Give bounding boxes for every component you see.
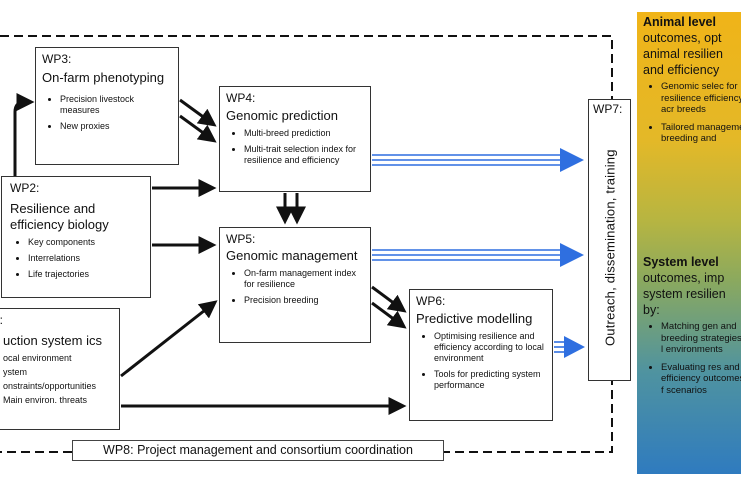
- animal-level-item: Genomic selec for resilience efficiency …: [661, 81, 741, 116]
- wp1-item: ystem: [0, 367, 113, 378]
- system-level-line: outcomes, imp: [643, 271, 725, 285]
- animal-level-line: outcomes, opt: [643, 31, 722, 45]
- wp1-box: 1: uction system ics ocal environment ys…: [0, 308, 120, 430]
- arrow-wp6-to-wp7: [554, 336, 585, 358]
- wp2-item: Life trajectories: [28, 269, 142, 280]
- wp1-list: ocal environment ystem onstraints/opport…: [0, 353, 113, 406]
- wp3-title: On-farm phenotyping: [42, 70, 165, 85]
- system-level-line: system resilien: [643, 287, 726, 301]
- wp1-item: Main environ. threats: [0, 395, 113, 406]
- wp4-label: WP4:: [226, 91, 256, 105]
- arrow-wp4-to-wp7: [372, 148, 584, 172]
- wp5-title: Genomic management: [226, 248, 358, 263]
- arrow-wp5-to-wp6-a: [371, 285, 407, 313]
- wp2-list: Key components Interrelations Life traje…: [10, 237, 142, 280]
- wp3-list: Precision livestock measures New proxies: [42, 94, 172, 132]
- wp1-item: ocal environment: [0, 353, 113, 364]
- wp8-box: WP8: Project management and consortium c…: [72, 440, 444, 461]
- arrow-wp3-to-wp4-b: [179, 114, 217, 143]
- wp5-item: Precision breeding: [244, 295, 364, 306]
- wp2-box: WP2: Resilience and efficiency biology K…: [1, 176, 151, 298]
- system-level-item: Matching gen and breeding strategies to …: [661, 321, 741, 356]
- wp4-list: Multi-breed prediction Multi-trait selec…: [226, 128, 364, 166]
- wp2-label: WP2:: [10, 181, 40, 195]
- arrow-wp2-to-wp3: [13, 93, 35, 176]
- wp3-label: WP3:: [42, 52, 72, 66]
- wp1-title: uction system ics: [3, 333, 102, 348]
- arrow-wp5-to-wp7: [372, 243, 584, 267]
- system-level-item: Evaluating res and efficiency outcomes o…: [661, 362, 741, 397]
- arrow-wp3-to-wp4-a: [179, 98, 217, 127]
- animal-level-section: Animal level outcomes, opt animal resili…: [643, 14, 741, 151]
- wp6-title: Predictive modelling: [416, 311, 533, 326]
- wp7-label: WP7:: [593, 102, 623, 116]
- wp5-label: WP5:: [226, 232, 256, 246]
- wp3-box: WP3: On-farm phenotyping Precision lives…: [35, 47, 179, 165]
- wp7-box: WP7: Outreach, dissemination, training: [588, 99, 631, 381]
- wp2-title: Resilience and efficiency biology: [10, 201, 109, 232]
- wp2-item: Key components: [28, 237, 142, 248]
- wp4-item: Multi-trait selection index for resilien…: [244, 144, 364, 166]
- arrow-wp5-to-wp6-b: [371, 301, 407, 329]
- wp5-item: On-farm management index for resilience: [244, 268, 364, 290]
- system-level-line: by:: [643, 303, 660, 317]
- animal-level-line: and efficiency: [643, 63, 720, 77]
- wp6-label: WP6:: [416, 294, 446, 308]
- system-level-heading: System level: [643, 255, 719, 269]
- arrow-wp1-to-wp5: [120, 300, 218, 378]
- animal-level-item: Tailored management breeding and: [661, 122, 741, 145]
- wp3-item: New proxies: [60, 121, 172, 132]
- animal-level-heading: Animal level: [643, 15, 716, 29]
- system-level-section: System level outcomes, imp system resili…: [643, 254, 741, 402]
- wp1-item: onstraints/opportunities: [0, 381, 113, 392]
- wp4-box: WP4: Genomic prediction Multi-breed pred…: [219, 86, 371, 192]
- outcomes-panel: Animal level outcomes, opt animal resili…: [637, 12, 741, 474]
- wp4-title: Genomic prediction: [226, 108, 338, 123]
- wp2-item: Interrelations: [28, 253, 142, 264]
- wp1-label: 1:: [0, 313, 4, 327]
- wp6-box: WP6: Predictive modelling Optimising res…: [409, 289, 553, 421]
- wp3-item: Precision livestock measures: [60, 94, 172, 116]
- wp6-item: Optimising resilience and efficiency acc…: [434, 331, 546, 364]
- wp7-title: Outreach, dissemination, training: [602, 149, 618, 347]
- animal-level-line: animal resilien: [643, 47, 723, 61]
- wp5-list: On-farm management index for resilience …: [226, 268, 364, 306]
- wp5-box: WP5: Genomic management On-farm manageme…: [219, 227, 371, 343]
- system-level-list: Matching gen and breeding strategies to …: [643, 321, 741, 396]
- wp4-item: Multi-breed prediction: [244, 128, 364, 139]
- wp6-item: Tools for predicting system performance: [434, 369, 546, 391]
- animal-level-list: Genomic selec for resilience efficiency …: [643, 81, 741, 145]
- wp6-list: Optimising resilience and efficiency acc…: [416, 331, 546, 391]
